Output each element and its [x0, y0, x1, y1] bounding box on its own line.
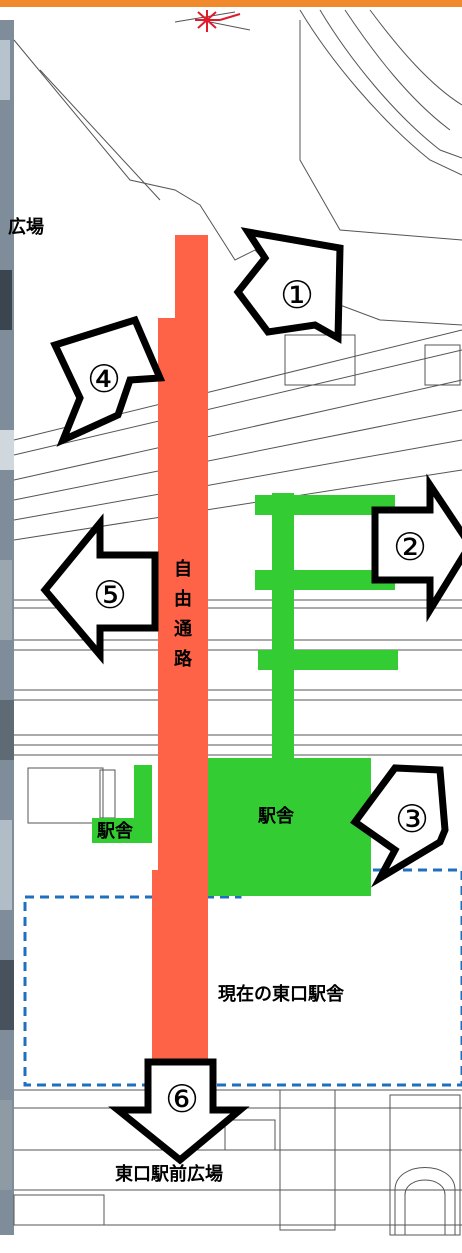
free-passage-char-3: 通	[174, 619, 192, 640]
free-passage-char-2: 由	[174, 588, 192, 610]
top-bar	[0, 0, 462, 7]
north-marker	[195, 10, 241, 32]
arrow-3-number: ③	[395, 797, 429, 841]
current-building-outline	[23, 868, 462, 1087]
station-green-areas	[92, 493, 398, 896]
plan-linework	[13, 9, 462, 1236]
arrow-1-number: ①	[280, 273, 314, 317]
arrow-4-number: ④	[87, 357, 121, 401]
free-passage-char-4: 路	[174, 648, 193, 670]
arrow-2: ②	[371, 473, 462, 623]
label-main-station-building: 駅舎	[257, 805, 295, 827]
arrow-5-number: ⑤	[93, 573, 127, 617]
arrow-2-number: ②	[393, 525, 427, 569]
left-photo-strip	[0, 20, 14, 1235]
arrow-1-icon	[233, 227, 344, 344]
arrow-6-icon	[108, 1058, 250, 1165]
main-station-building	[208, 758, 371, 896]
free-passage-char-1: 自	[174, 558, 192, 580]
arrow-6: ⑥	[108, 1058, 250, 1165]
label-east-plaza: 東口駅前広場	[115, 1163, 223, 1185]
small-station-building	[134, 765, 152, 820]
arrow-6-number: ⑥	[165, 1077, 199, 1121]
arrow-4-icon	[50, 315, 166, 447]
arrow-5-icon	[40, 513, 159, 665]
arrow-1: ①	[233, 227, 344, 344]
arrow-4: ④	[50, 315, 166, 447]
label-current-east-building: 現在の東口駅舎	[218, 983, 345, 1005]
label-small-station-building: 駅舎	[96, 820, 134, 842]
arrow-3-icon	[350, 764, 449, 888]
label-plaza-left: 広場	[8, 216, 44, 238]
arrow-2-icon	[371, 473, 462, 623]
arrow-5: ⑤	[40, 513, 159, 665]
label-free-passage: 自 由 通 路	[174, 558, 193, 670]
arrow-3: ③	[350, 764, 449, 888]
free-passage	[152, 235, 208, 1090]
